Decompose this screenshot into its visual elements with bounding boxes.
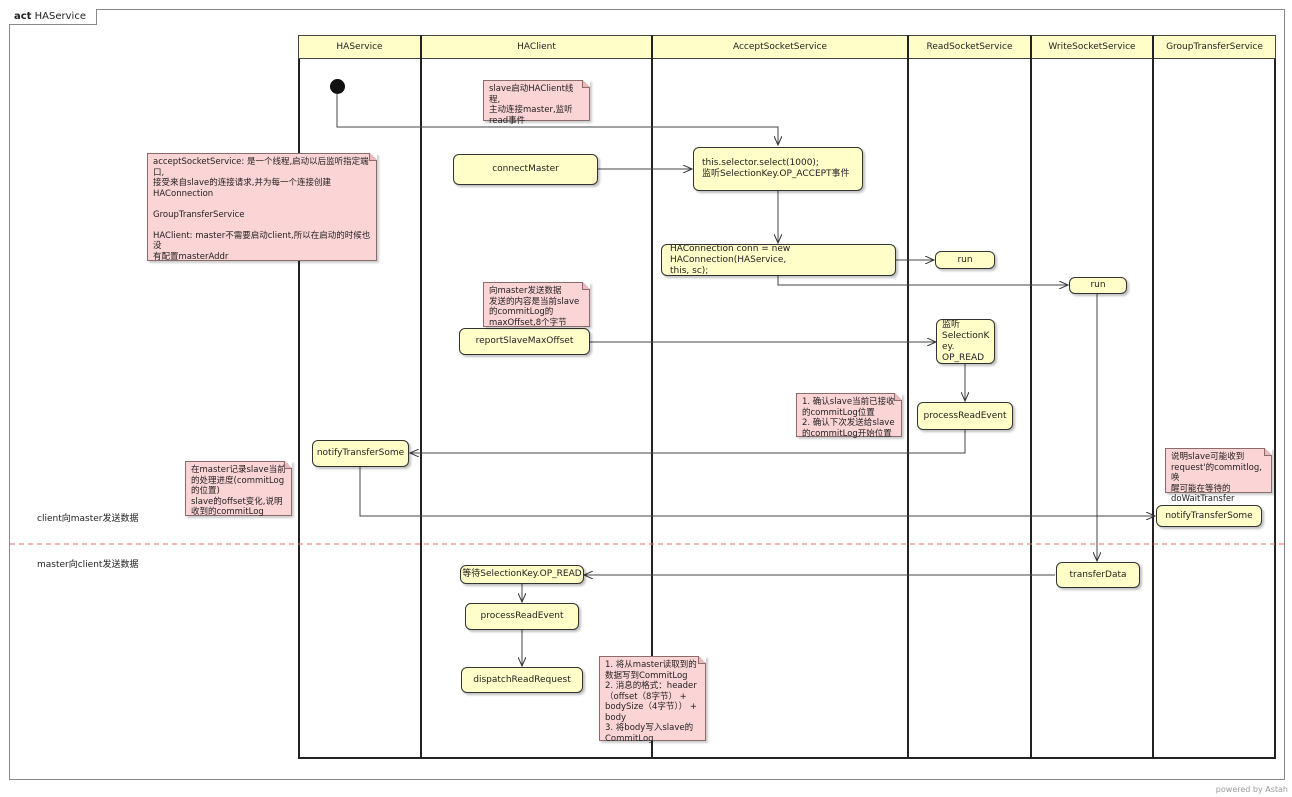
lane-divider (1152, 35, 1154, 759)
action-notify-transfer-some-haservice: notifyTransferSome (312, 440, 409, 467)
footer-powered-by: powered by Astah (1215, 785, 1288, 794)
initial-node (330, 79, 345, 94)
lane-header-haservice: HAService (298, 35, 421, 59)
lane-divider (420, 35, 422, 759)
lane-header-grouptransferservice: GroupTransferService (1153, 35, 1276, 59)
lane-divider (1030, 35, 1032, 759)
action-transfer-data: transferData (1056, 562, 1140, 588)
note-wake-transfer: 说明slave可能收到 request'的commitlog,唤 醒可能在等待的… (1165, 448, 1272, 504)
swimlane-container (298, 35, 1276, 759)
lane-header-writesocketservice: WriteSocketService (1031, 35, 1153, 59)
note-send-to-master: 向master发送数据 发送的内容是当前slave 的commitLog的 ma… (483, 282, 590, 328)
label-master-to-client: master向client发送数据 (37, 560, 139, 570)
action-listen-op-read: 监听 SelectionK ey. OP_READ (936, 319, 995, 364)
action-process-read-event-master: processReadEvent (917, 402, 1013, 430)
lane-header-acceptsocketservice: AcceptSocketService (652, 35, 908, 59)
action-read-run: run (935, 251, 995, 269)
note-confirm-slave-position: 1. 确认slave当前已接收 的commitLog位置 2. 确认下次发送给s… (796, 393, 902, 439)
action-dispatch-read-request: dispatchReadRequest (461, 667, 583, 693)
lane-divider (907, 35, 909, 759)
action-wait-op-read: 等待SelectionKey.OP_READ (460, 565, 584, 584)
note-record-progress: 在master记录slave当前 的处理进度(commitLog 的位置) sl… (185, 461, 292, 517)
action-selector-select: this.selector.select(1000); 监听SelectionK… (693, 147, 863, 191)
frame-title-tab: act HAService (9, 9, 97, 25)
note-slave-process: 1. 将从master读取到的 数据写到CommitLog 2. 消息的格式：h… (599, 656, 706, 744)
lane-header-haclient: HAClient (421, 35, 652, 59)
action-new-haconnection: HAConnection conn = new HAConnection(HAS… (661, 244, 896, 276)
label-client-to-master: client向master发送数据 (37, 514, 139, 524)
note-slave-start: slave启动HAClient线程, 主动连接master,监听 read事件 (483, 80, 590, 126)
lane-header-readsocketservice: ReadSocketService (908, 35, 1031, 59)
frame-keyword: act (14, 11, 32, 22)
action-connect-master: connectMaster (453, 154, 598, 185)
frame-title: HAService (34, 11, 86, 22)
action-report-slave-max-offset: reportSlaveMaxOffset (459, 328, 590, 355)
action-process-read-event-slave: processReadEvent (465, 603, 579, 630)
lane-divider (651, 35, 653, 759)
action-write-run: run (1069, 277, 1127, 294)
activity-frame (9, 9, 1285, 780)
note-services-description: acceptSocketService: 是一个线程,启动以后监听指定端口, 接… (147, 153, 377, 262)
action-notify-transfer-some-group: notifyTransferSome (1156, 505, 1262, 527)
